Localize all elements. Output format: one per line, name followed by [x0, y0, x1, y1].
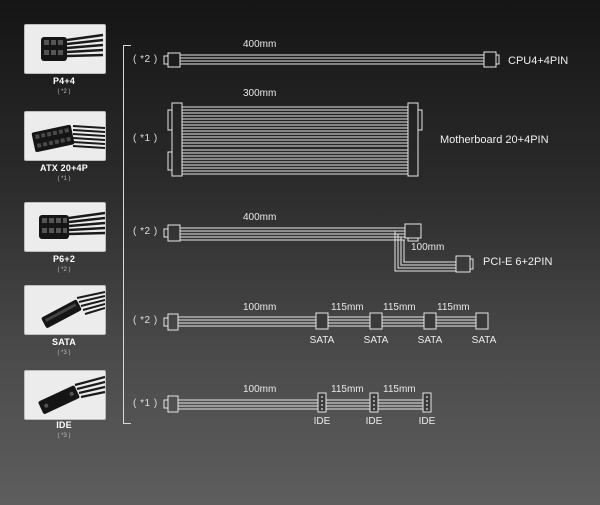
atx-qty: ( *1 )	[57, 176, 71, 182]
sata-length-3: 115mm	[383, 302, 416, 313]
cable-group-bracket	[123, 45, 131, 424]
atx-connector-image	[31, 124, 105, 152]
ide-label: IDE	[56, 420, 72, 430]
cpu-cable	[163, 51, 500, 68]
p4-4-label: P4+4	[52, 76, 76, 86]
atx-cable	[167, 102, 423, 177]
sata-plug-label-3: SATA	[417, 335, 443, 346]
ide-qty-label: ( *1 )	[133, 398, 158, 409]
cpu-length: 400mm	[243, 39, 277, 50]
pcie-length: 400mm	[243, 212, 277, 223]
ide-qty: ( *3 )	[57, 433, 71, 439]
atx-length: 300mm	[243, 88, 277, 99]
pcie-qty: ( *2 )	[133, 226, 158, 237]
atx-label: ATX 20+4P	[40, 163, 88, 173]
sata-length-2: 115mm	[331, 302, 364, 313]
sata-plug-label-1: SATA	[309, 335, 335, 346]
sata-length-4: 115mm	[437, 302, 470, 313]
ide-connector-image	[38, 375, 105, 414]
sata-qty: ( *3 )	[57, 350, 71, 356]
p4-4-qty: ( *2 )	[57, 89, 71, 95]
pcie-cable	[163, 223, 474, 273]
ide-length-1: 100mm	[243, 384, 277, 395]
pcie-cable-name: PCI-E 6+2PIN	[483, 256, 553, 268]
atx-cable-name: Motherboard 20+4PIN	[440, 134, 549, 146]
sata-plug-label-2: SATA	[363, 335, 389, 346]
ide-connector-card	[24, 370, 106, 420]
sata-connector-image	[41, 291, 105, 328]
p6-2-connector-image	[39, 211, 105, 239]
p6-2-qty: ( *2 )	[57, 267, 71, 273]
ide-length-3: 115mm	[383, 384, 416, 395]
ide-plug-label-1: IDE	[313, 416, 331, 427]
p4-4-connector-image	[41, 33, 104, 61]
p6-2-label: P6+2	[52, 254, 76, 264]
sata-connector-card	[24, 285, 106, 335]
ide-plug-label-3: IDE	[418, 416, 436, 427]
sata-label: SATA	[52, 337, 76, 347]
p4-4-connector-card	[24, 24, 106, 74]
sata-plug-label-4: SATA	[471, 335, 497, 346]
cpu-qty: ( *2 )	[133, 54, 158, 65]
ide-cable	[163, 392, 432, 413]
sata-length-1: 100mm	[243, 302, 277, 313]
p6-2-connector-card	[24, 202, 106, 252]
pcie-branch-length: 100mm	[411, 242, 445, 253]
sata-qty-label: ( *2 )	[133, 315, 158, 326]
ide-length-2: 115mm	[331, 384, 364, 395]
sata-cable	[163, 312, 489, 331]
atx-connector-card	[24, 111, 106, 161]
ide-plug-label-2: IDE	[365, 416, 383, 427]
cpu-cable-name: CPU4+4PIN	[508, 55, 569, 67]
atx-qty-label: ( *1 )	[133, 133, 158, 144]
